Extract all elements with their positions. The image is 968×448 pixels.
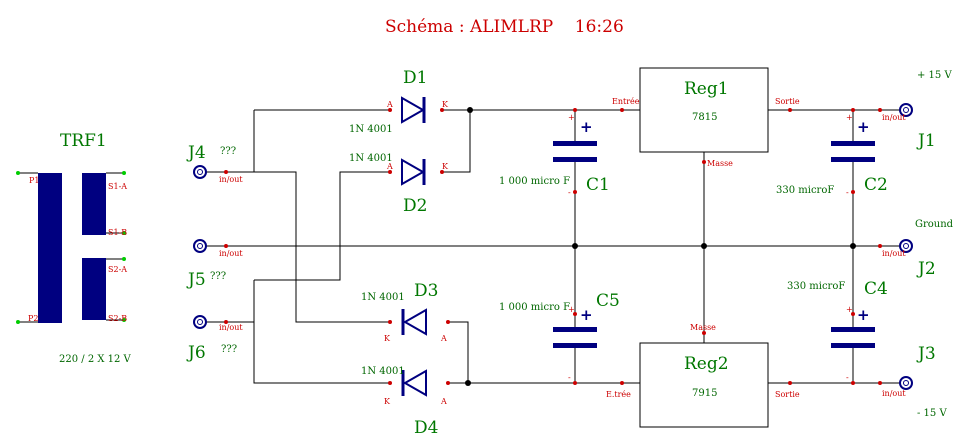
connector-j2: J2 in/out	[882, 239, 936, 279]
connector-j6-note: ???	[221, 344, 237, 355]
connector-j1-pin: in/out	[882, 113, 906, 122]
capacitor-c1-value: 1 000 micro F	[499, 176, 570, 187]
connector-j6: J6 ??? in/out	[186, 315, 243, 363]
connector-j3: J3 in/out	[882, 344, 936, 398]
diode-d2-name: D2	[403, 196, 427, 216]
transformer-secondary-1-core	[82, 173, 106, 235]
connector-j1-name: J1	[916, 131, 936, 151]
connector-j4-note: ???	[220, 146, 236, 157]
diode-d4-pin-a: A	[440, 397, 447, 406]
regulator-reg2-name: Reg2	[684, 354, 729, 374]
connector-j2-pin: in/out	[882, 249, 906, 258]
capacitor-c2-pin-plus: +	[846, 113, 853, 122]
transformer-secondary-2-core	[82, 258, 106, 320]
connector-j5-pin: in/out	[219, 249, 243, 258]
diode-d4-name: D4	[414, 418, 438, 438]
transformer-pin-s1a: S1-A	[108, 182, 127, 191]
connector-j2-name: J2	[916, 259, 936, 279]
regulator-reg2: Reg2 7915 E.trée Sortie Masse	[606, 323, 800, 428]
regulator-reg1-output: Sortie	[775, 97, 800, 106]
regulator-reg1-part: 7815	[692, 112, 717, 123]
transformer-pin-p1: P1	[29, 176, 39, 185]
capacitor-c5: + + - C5 1 000 micro F	[499, 291, 620, 382]
transformer-pin-s1b: S1-B	[108, 228, 127, 237]
connector-j6-name: J6	[186, 343, 206, 363]
regulator-reg1: Reg1 7815 Entrée Sortie Masse	[612, 67, 800, 168]
diode-d3-pin-k: K	[384, 334, 391, 343]
transformer-pin-s2b: S2-B	[108, 314, 127, 323]
diode-d1-name: D1	[403, 68, 427, 88]
diode-d1: D1 1N 4001 A K	[349, 68, 449, 135]
diode-d4-pin-k: K	[384, 397, 391, 406]
rail-positive-label: + 15 V	[917, 70, 952, 81]
capacitor-c2-pin-minus: -	[846, 188, 849, 197]
capacitor-c4-plus: +	[857, 306, 870, 324]
connector-j5-name: J5	[186, 270, 206, 290]
capacitor-c1-plus: +	[580, 118, 593, 136]
connector-j5-note: ???	[210, 271, 226, 282]
rail-negative-label: - 15 V	[917, 408, 947, 419]
schematic-title: Schéma : ALIMLRP 16:26	[385, 17, 624, 37]
regulator-reg2-part: 7915	[692, 388, 717, 399]
diode-d3-name: D3	[414, 281, 438, 301]
capacitor-c4: + + - C4 330 microF	[787, 279, 888, 382]
capacitor-c2-plus: +	[857, 118, 870, 136]
capacitor-c5-plus: +	[580, 306, 593, 324]
regulator-reg1-ground: Masse	[707, 159, 733, 168]
connector-j3-pin: in/out	[882, 389, 906, 398]
transformer-pin-s2a: S2-A	[108, 265, 127, 274]
wires	[206, 109, 900, 384]
connector-j4-pin: in/out	[219, 175, 243, 184]
capacitor-c2-name: C2	[864, 175, 888, 195]
capacitor-c1: + + - C1 1 000 micro F	[499, 113, 610, 197]
diode-d2: D2 1N 4001 A K	[349, 153, 449, 216]
connector-j1: J1 in/out	[882, 103, 936, 151]
diode-d3-value: 1N 4001	[361, 292, 405, 303]
capacitor-c1-name: C1	[586, 175, 610, 195]
capacitor-c4-name: C4	[864, 279, 888, 299]
diode-d2-pin-a: A	[386, 162, 393, 171]
transformer-name: TRF1	[60, 131, 107, 151]
capacitor-c1-pin-minus: -	[568, 188, 571, 197]
capacitor-c4-pin-minus: -	[846, 373, 849, 382]
capacitor-c4-pin-plus: +	[846, 305, 853, 314]
pin-markers	[224, 108, 882, 385]
diode-d4: D4 1N 4001 K A	[361, 366, 447, 438]
regulator-reg1-input: Entrée	[612, 97, 640, 106]
capacitor-c5-value: 1 000 micro F	[499, 302, 570, 313]
diode-d4-value: 1N 4001	[361, 366, 405, 377]
diode-d1-pin-a: A	[386, 100, 393, 109]
transformer-primary-core	[38, 173, 62, 323]
capacitor-c5-pin-plus: +	[568, 305, 575, 314]
connector-j4-name: J4	[186, 143, 206, 163]
capacitor-c5-name: C5	[596, 291, 620, 311]
capacitor-c1-pin-plus: +	[568, 113, 575, 122]
connector-j3-name: J3	[916, 344, 936, 364]
rail-ground-label: Ground	[915, 219, 954, 230]
regulator-reg2-input: E.trée	[606, 390, 631, 399]
diode-d1-pin-k: K	[442, 100, 449, 109]
diode-d3: D3 1N 4001 K A	[361, 281, 447, 343]
connector-j4: J4 ??? in/out	[186, 143, 243, 184]
diode-d2-value: 1N 4001	[349, 153, 393, 164]
connector-j6-pin: in/out	[219, 323, 243, 332]
junction-dots	[465, 107, 856, 386]
connector-j5: J5 ??? in/out	[186, 239, 243, 290]
capacitor-c4-value: 330 microF	[787, 281, 845, 292]
transformer-trf1: TRF1 P1 P2 S1-A S1-B S2-A S2-B 220 / 2 X…	[16, 131, 132, 365]
diode-d2-pin-k: K	[442, 162, 449, 171]
transformer-pin-p2: P2	[28, 314, 38, 323]
transformer-rating: 220 / 2 X 12 V	[59, 354, 132, 365]
capacitor-c5-pin-minus: -	[568, 373, 571, 382]
regulator-reg1-name: Reg1	[684, 79, 729, 99]
regulator-reg2-output: Sortie	[775, 390, 800, 399]
regulator-reg2-ground: Masse	[690, 323, 716, 332]
capacitor-c2: + + - C2 330 microF	[776, 113, 888, 197]
diode-d3-pin-a: A	[440, 334, 447, 343]
capacitor-c2-value: 330 microF	[776, 185, 834, 196]
diode-d1-value: 1N 4001	[349, 124, 393, 135]
